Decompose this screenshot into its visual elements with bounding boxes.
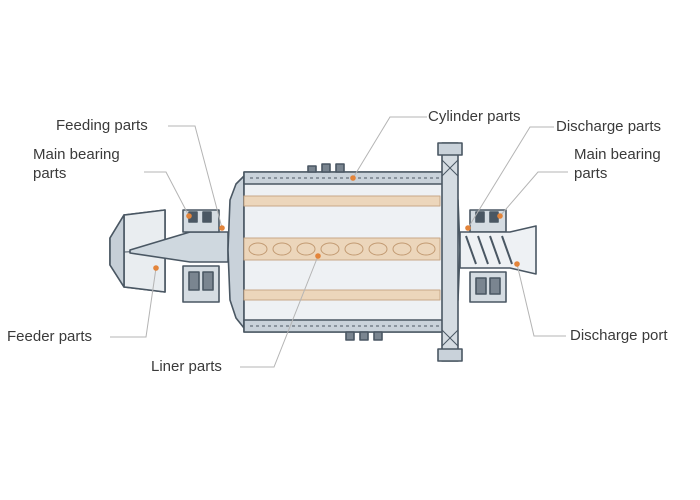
feed-end-cap <box>227 175 245 329</box>
label-cylinder-parts: Cylinder parts <box>428 108 521 125</box>
label-main-bearing-left: Main bearing parts <box>33 145 120 183</box>
label-feeding-parts: Feeding parts <box>56 117 148 134</box>
mill-drawing <box>109 142 537 362</box>
leader-cylinder-parts <box>352 116 427 179</box>
leader-feeding-parts <box>168 125 223 229</box>
cylinder-gear-lugs <box>307 163 383 341</box>
label-main-bearing-right: Main bearing parts <box>574 145 661 183</box>
right-bearing <box>469 209 507 303</box>
marker-feeding-parts <box>219 225 225 231</box>
label-discharge-port: Discharge port <box>570 327 668 344</box>
leader-discharge-port <box>516 263 566 337</box>
label-main-bearing-right-line2: parts <box>574 165 608 182</box>
leader-main-bearing-right <box>499 171 568 217</box>
label-feeder-parts: Feeder parts <box>7 328 93 345</box>
leader-lines <box>110 116 568 368</box>
leader-main-bearing-left <box>144 171 190 217</box>
label-main-bearing-right-line1: Main bearing <box>574 146 661 163</box>
label-discharge-parts: Discharge parts <box>556 118 662 135</box>
grinding-balls <box>248 242 436 256</box>
marker-liner-parts <box>315 253 321 259</box>
leader-discharge-parts <box>467 126 554 229</box>
label-main-bearing-left-line2: parts <box>33 165 67 182</box>
discharge-spiral <box>459 225 537 275</box>
label-liner-parts: Liner parts <box>151 358 222 375</box>
marker-discharge-parts <box>465 225 471 231</box>
marker-main-bearing-left <box>186 213 192 219</box>
marker-dots <box>153 175 520 271</box>
leader-liner-parts <box>240 255 319 368</box>
marker-feeder-parts <box>153 265 159 271</box>
marker-discharge-port <box>514 261 520 267</box>
liner-plates <box>243 195 441 301</box>
marker-cylinder-parts <box>350 175 356 181</box>
left-bearing <box>182 209 220 303</box>
leader-feeder-parts <box>110 267 157 338</box>
marker-main-bearing-right <box>497 213 503 219</box>
gear-ring <box>437 142 463 362</box>
label-main-bearing-left-line1: Main bearing <box>33 146 120 163</box>
